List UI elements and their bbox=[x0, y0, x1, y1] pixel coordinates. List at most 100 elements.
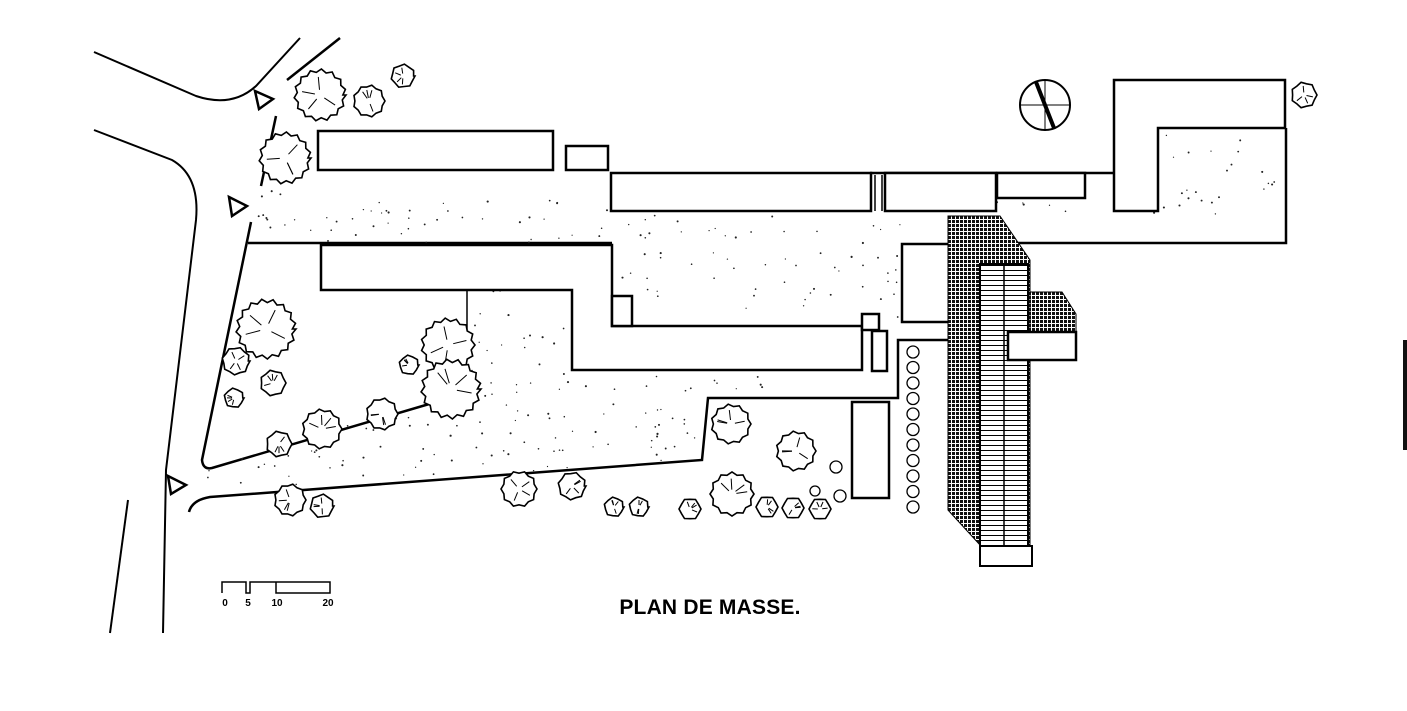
tree-branch bbox=[268, 309, 276, 324]
tree-canopy bbox=[710, 403, 752, 445]
building-annex-2 bbox=[860, 312, 881, 332]
tree-branch bbox=[781, 450, 793, 453]
scale-label-5: 5 bbox=[245, 598, 251, 609]
scale-label-0: 0 bbox=[222, 598, 228, 609]
small-circle bbox=[906, 422, 920, 437]
tree-branch bbox=[279, 445, 285, 452]
tree-branch bbox=[382, 417, 385, 426]
building-north-1 bbox=[316, 129, 555, 172]
small-circle bbox=[906, 376, 920, 390]
tree-branch bbox=[320, 497, 323, 504]
tree-branch bbox=[822, 507, 828, 510]
tree-branch bbox=[513, 492, 519, 501]
tree-branch bbox=[274, 446, 279, 453]
tree-branch bbox=[444, 368, 450, 384]
tree-canopy bbox=[293, 67, 348, 122]
tree-branch bbox=[370, 413, 379, 416]
scale-label-10: 10 bbox=[271, 598, 283, 609]
tree-branch bbox=[404, 359, 409, 364]
tree-branch bbox=[266, 157, 280, 160]
tree-branch bbox=[565, 487, 571, 495]
tree-canopy bbox=[775, 430, 817, 472]
small-circle bbox=[833, 489, 847, 503]
tree-branch bbox=[324, 97, 336, 106]
tree-branch bbox=[369, 90, 373, 99]
trees bbox=[221, 63, 1318, 520]
small-circle bbox=[906, 407, 920, 421]
tree-branch bbox=[317, 76, 320, 90]
tree-branch bbox=[401, 67, 404, 74]
tree-canopy bbox=[235, 298, 298, 361]
tree-branch bbox=[735, 484, 745, 492]
tree-branch bbox=[736, 491, 748, 494]
tree-branch bbox=[273, 374, 278, 381]
tree-canopy bbox=[1291, 81, 1318, 109]
tree-branch bbox=[285, 489, 290, 498]
tree-canopy bbox=[301, 408, 343, 450]
tree-branch bbox=[382, 416, 386, 425]
building-north-3 bbox=[609, 171, 873, 213]
tree-branch bbox=[229, 363, 235, 370]
tree-branch bbox=[1302, 85, 1305, 93]
tree-branch bbox=[717, 419, 728, 424]
new-tower-block bbox=[947, 215, 1078, 567]
building-inner-lines bbox=[466, 175, 883, 330]
tree-canopy bbox=[260, 369, 287, 397]
tree-branch bbox=[788, 509, 793, 515]
tree-branch bbox=[734, 420, 745, 424]
tree-branch bbox=[362, 91, 368, 99]
small-circle bbox=[829, 460, 843, 474]
tree-branch bbox=[369, 103, 374, 112]
tree-branch bbox=[573, 479, 581, 485]
tree-branch bbox=[238, 355, 245, 360]
tree-branch bbox=[430, 346, 444, 354]
tree-branch bbox=[686, 501, 690, 508]
small-circle-row bbox=[809, 345, 920, 514]
tree-canopy bbox=[366, 397, 399, 431]
tree-branch bbox=[767, 500, 772, 506]
tree-branch bbox=[614, 501, 619, 506]
small-circle bbox=[906, 500, 920, 514]
tree-branch bbox=[309, 422, 319, 428]
tree-branch bbox=[521, 490, 531, 496]
tree-branch bbox=[271, 331, 286, 339]
tree-branch bbox=[286, 502, 290, 511]
tree-canopy bbox=[628, 496, 651, 517]
tree-branch bbox=[308, 98, 318, 110]
tree-branch bbox=[768, 507, 774, 512]
tree-branch bbox=[816, 501, 820, 508]
tree-branch bbox=[1296, 96, 1303, 102]
tree-branch bbox=[286, 162, 294, 175]
tree-canopy bbox=[781, 497, 805, 519]
tree-canopy bbox=[274, 483, 307, 517]
tree-canopy bbox=[398, 354, 421, 375]
entrance-marker-2 bbox=[227, 194, 250, 219]
plan-title: PLAN DE MASSE. bbox=[619, 596, 801, 619]
tree-branch bbox=[267, 375, 272, 382]
entrance-markers bbox=[166, 88, 276, 497]
entrance-marker-1 bbox=[253, 88, 276, 112]
tree-branch bbox=[636, 508, 639, 514]
tree-branch bbox=[510, 479, 518, 487]
tree-branch bbox=[720, 482, 730, 492]
tree-branch bbox=[614, 508, 617, 514]
tree-branch bbox=[611, 500, 614, 506]
tree-branch bbox=[437, 372, 448, 385]
tree-branch bbox=[796, 437, 801, 448]
small-circle bbox=[906, 484, 920, 499]
tree-branch bbox=[637, 508, 640, 515]
tree-canopy bbox=[221, 346, 252, 376]
tree-branch bbox=[820, 501, 824, 508]
tree-branch bbox=[521, 481, 530, 488]
tree-canopy bbox=[390, 63, 417, 89]
buildings bbox=[316, 78, 1287, 500]
small-circle bbox=[906, 469, 920, 483]
building-annex-3 bbox=[870, 329, 889, 373]
tree-branch bbox=[280, 436, 285, 443]
tree-canopy bbox=[420, 358, 483, 421]
tree-branch bbox=[794, 502, 800, 507]
tree-branch bbox=[249, 315, 262, 326]
tree-branch bbox=[227, 394, 233, 398]
tree-canopy bbox=[709, 471, 755, 517]
